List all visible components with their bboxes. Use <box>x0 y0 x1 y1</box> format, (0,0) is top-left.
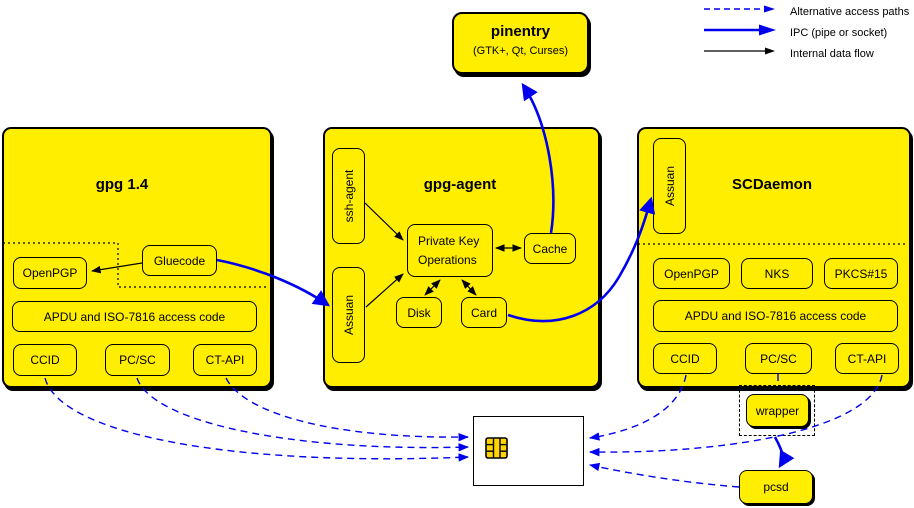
legend-row-ipc: IPC (pipe or socket) <box>702 22 909 43</box>
gpgagent-card-box: Card <box>461 297 507 328</box>
alt-gpg14-ccid-to-card <box>44 377 470 462</box>
gpgagent-sshagent-box: ssh-agent <box>332 148 365 244</box>
pinentry-title: pinentry <box>490 23 551 40</box>
pko-line2: Operations <box>418 253 477 267</box>
legend-label-ipc: IPC (pipe or socket) <box>790 26 888 39</box>
smartcard-chip-icon <box>485 437 508 459</box>
gpg14-gluecode-box: Gluecode <box>142 245 217 276</box>
legend-row-internal: Internal data flow <box>702 43 909 64</box>
sshagent-label: ssh-agent <box>341 169 356 223</box>
pinentry-subtitle: (GTK+, Qt, Curses) <box>472 45 569 57</box>
gpgagent-disk-box: Disk <box>396 297 442 328</box>
gpg14-ctapi-box: CT-API <box>193 344 257 376</box>
private-key-operations-box: Private Key Operations <box>407 224 493 277</box>
scdaemon-ctapi-box: CT-API <box>835 343 899 374</box>
solid-black-arrow-icon <box>702 44 784 63</box>
gpgagent-cache-box: Cache <box>524 233 576 264</box>
scdaemon-openpgp-box: OpenPGP <box>653 258 730 289</box>
dashed-blue-arrow-icon <box>702 2 784 21</box>
scdaemon-nks-box: NKS <box>741 258 813 289</box>
gpgagent-assuan-label: Assuan <box>341 294 356 336</box>
legend: Alternative access paths IPC (pipe or so… <box>702 1 909 64</box>
gpg14-title: gpg 1.4 <box>95 176 149 193</box>
scdaemon-assuan-box: Assuan <box>653 138 686 234</box>
scdaemon-title: SCDaemon <box>731 176 813 193</box>
wrapper-box: wrapper <box>746 394 809 427</box>
scdaemon-pcsc-box: PC/SC <box>745 343 812 374</box>
gpg14-pcsc-box: PC/SC <box>105 344 170 376</box>
alt-gpg14-pcsc-to-card <box>136 377 470 452</box>
pinentry-box: pinentry (GTK+, Qt, Curses) <box>452 12 589 74</box>
pcsd-box: pcsd <box>739 470 813 504</box>
scdaemon-apdu-box: APDU and ISO-7816 access code <box>653 300 898 332</box>
legend-label-alternative: Alternative access paths <box>790 5 910 18</box>
gpg14-apdu-box: APDU and ISO-7816 access code <box>12 301 257 332</box>
ipc-wrapper-to-pcsd <box>773 436 795 469</box>
legend-row-alternative: Alternative access paths <box>702 1 909 22</box>
scdaemon-assuan-label: Assuan <box>662 165 677 207</box>
pko-line1: Private Key <box>418 234 480 248</box>
solid-blue-arrow-icon <box>702 23 784 42</box>
gpgagent-title: gpg-agent <box>423 176 497 193</box>
scdaemon-ccid-box: CCID <box>653 343 717 374</box>
alt-pcsd-to-card <box>588 462 740 488</box>
scdaemon-pkcs15-box: PKCS#15 <box>824 258 898 289</box>
gpg14-openpgp-box: OpenPGP <box>13 257 87 289</box>
gpg14-ccid-box: CCID <box>13 344 77 376</box>
smartcard <box>473 416 584 486</box>
gpgagent-assuan-box: Assuan <box>332 267 365 363</box>
legend-label-internal: Internal data flow <box>790 47 874 60</box>
